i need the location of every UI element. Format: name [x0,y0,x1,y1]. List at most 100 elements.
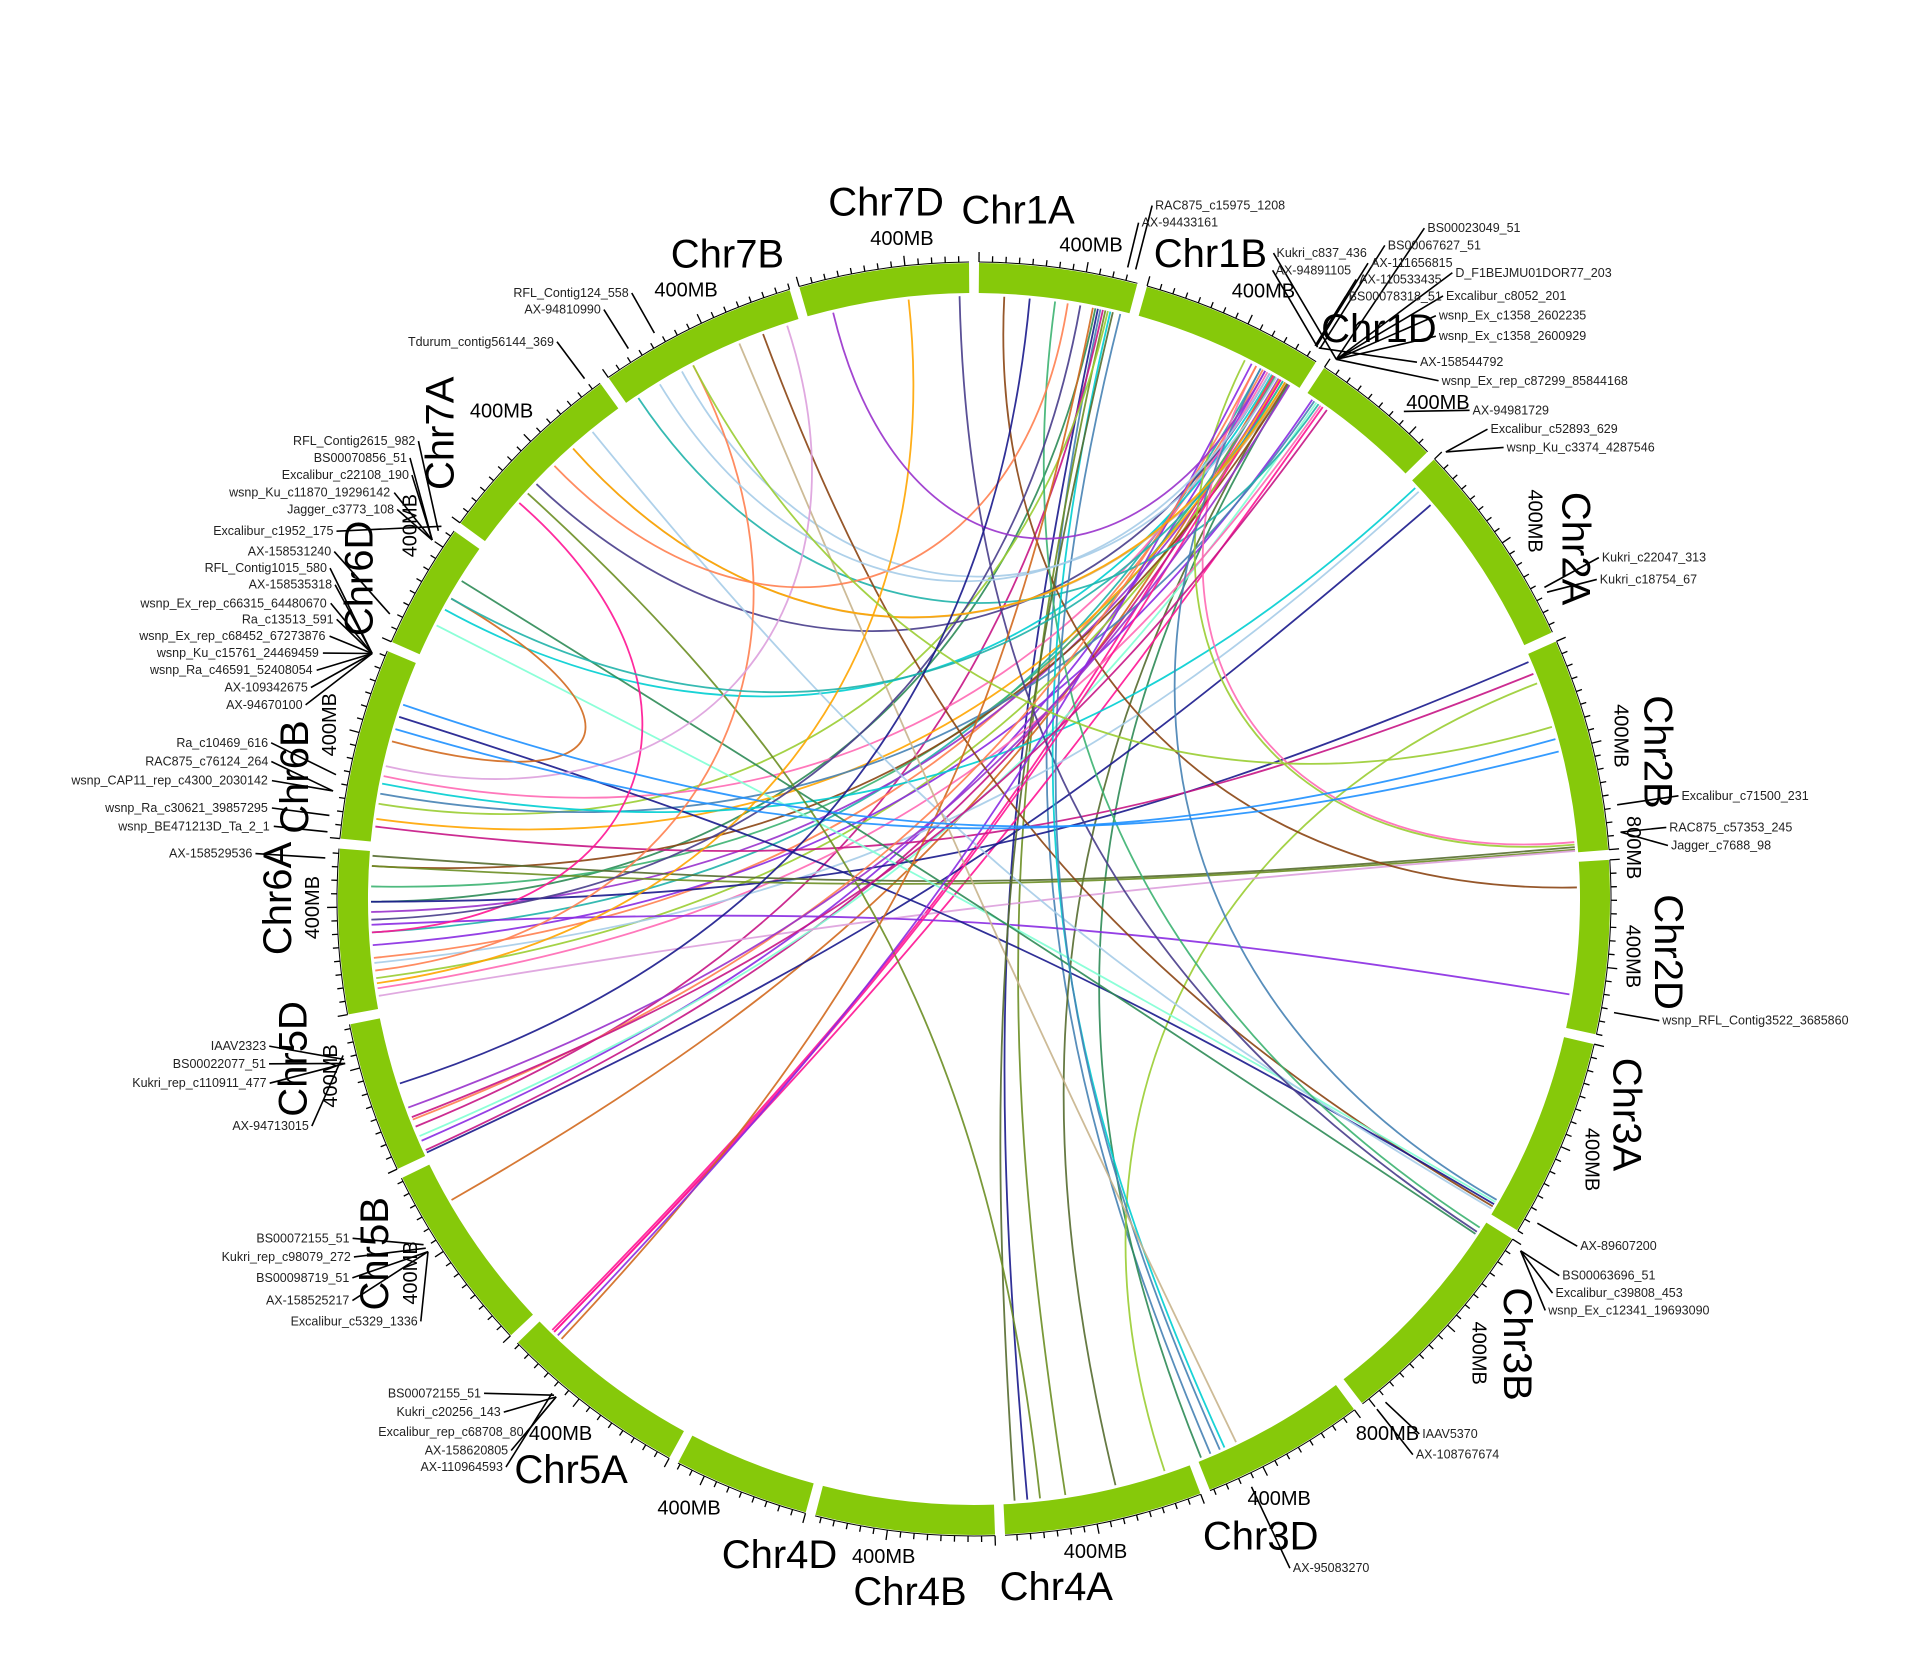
tick-label: 400MB [529,1423,592,1445]
axis-tick [1247,314,1253,325]
marker-label: wsnp_Ex_rep_c68452_67273876 [138,629,325,643]
link-chr7a-chr1a [553,303,1069,588]
axis-tick [1478,505,1484,511]
link-chr1a-chr6a [371,308,1097,903]
tick-label: 400MB [1059,234,1122,256]
link-chr1d-chr7b [637,397,1320,604]
link-chr2b-chr6a [378,850,1576,997]
marker-leader-line [1544,556,1600,589]
marker-leader-line [269,1062,346,1084]
chromosome-segment-chr5a[interactable] [518,1321,684,1458]
axis-tick [1437,1334,1444,1340]
axis-tick [1357,385,1362,391]
chromosome-segment-chr4a[interactable] [1003,1465,1201,1535]
chromosome-segment-chr4d[interactable] [678,1435,814,1513]
chromosome-segment-chr3a[interactable] [1491,1037,1594,1231]
axis-tick [1197,296,1202,304]
axis-tick [1237,1478,1242,1485]
marker-leader-line [1318,347,1418,363]
axis-line [815,1515,996,1537]
axis-tick [469,1294,476,1300]
link-chr6d-chr1b [450,380,1284,693]
chromosome-segment-chr2b[interactable] [1528,641,1609,853]
chromosome-segment-chr7d[interactable] [799,263,970,317]
axis-tick [1185,292,1189,299]
axis-tick [1059,261,1062,268]
chromosome-segment-chr3b[interactable] [1343,1222,1512,1404]
chromosome-segment-chr7a[interactable] [460,384,619,542]
chromosome-segment-chr6a[interactable] [337,848,379,1015]
axis-tick [790,1509,794,1516]
marker-leader-line [352,1250,429,1279]
axis-tick [676,1463,681,1470]
chromosome-segment-chr5b[interactable] [402,1164,533,1336]
marker-leader-line [271,807,330,817]
chromosome-label-chr5b: Chr5B [353,1197,397,1310]
axis-tick [688,1469,693,1476]
marker-leader-line [1335,272,1453,360]
chromosome-segment-chr3d[interactable] [1198,1385,1354,1490]
axis-tick [686,323,690,330]
axis-tick [409,589,416,594]
chromosome-segment-chr2d[interactable] [1566,859,1610,1035]
marker-leader-line [1520,1250,1560,1277]
link-chr3a-chr6b [398,716,1495,1205]
chromosome-segment-chr6d[interactable] [392,531,480,655]
axis-tick [1174,1503,1178,1510]
link-chr4a-chr1a [999,311,1114,1501]
tick-label: 400MB [319,693,341,756]
chromosome-segment-chr1d[interactable] [1307,367,1427,474]
chromosome-segment-chr5d[interactable] [350,1018,426,1169]
axis-tick [381,637,392,643]
axis-tick [1032,258,1035,265]
axis-tick [607,1422,613,1429]
marker-label: BS00022077_51 [173,1057,266,1071]
link-chr4a-chr7a [527,492,1041,1499]
axis-tick [1235,312,1239,319]
marker-label: Excalibur_c39808_453 [1556,1286,1683,1300]
axis-tick [1461,484,1467,490]
axis-tick [787,283,791,290]
chromosome-segment-chr1a[interactable] [978,263,1138,314]
axis-tick [1389,1381,1395,1387]
link-chr5d-chr1d [411,409,1328,1118]
axis-tick [1388,410,1394,417]
link-chr1a-chr6b [378,310,1109,815]
chromosome-segment-chr1b[interactable] [1138,286,1316,388]
marker-leader-line [1126,222,1140,268]
axis-tick [1504,1249,1511,1255]
axis-tick [1486,516,1492,522]
marker-leader-line [1134,205,1153,270]
marker-leader-line [1335,314,1437,361]
chromosome-segment-chr6b[interactable] [340,651,416,842]
axis-tick [423,1228,430,1233]
axis-tick [397,614,403,618]
axis-tick [409,1204,416,1209]
axis-tick [1590,1056,1597,1060]
marker-label: AX-89607200 [1580,1239,1657,1253]
axis-tick [917,258,919,265]
marker-label: wsnp_Ku_c15761_24469459 [156,646,319,660]
chromosome-segment-chr2a[interactable] [1412,459,1552,646]
axis-tick [653,1451,658,1458]
marker-label: RFL_Contig1015_580 [205,561,327,575]
marker-leader-line [631,292,656,334]
marker-label: wsnp_Ex_rep_c87299_85844168 [1441,374,1628,388]
axis-tick [735,301,740,308]
marker-leader-line [1335,227,1426,360]
axis-line [1556,641,1610,850]
axis-tick [350,1067,360,1072]
axis-tick [423,566,429,571]
axis-tick [461,1283,468,1289]
axis-tick [1286,1453,1291,1460]
axis-tick [642,1444,647,1451]
axis-tick [451,516,461,524]
marker-label: AX-110964593 [420,1460,503,1474]
marker-label: Kukri_c22047_313 [1602,551,1706,565]
marker-leader-line [1546,578,1597,593]
chromosome-segment-chr4b[interactable] [815,1485,996,1535]
marker-leader-line [1271,269,1319,348]
marker-label: RFL_Contig124_558 [513,286,628,300]
link-chr1b-chr6b [383,371,1269,799]
chromosome-segment-chr7b[interactable] [608,290,799,403]
